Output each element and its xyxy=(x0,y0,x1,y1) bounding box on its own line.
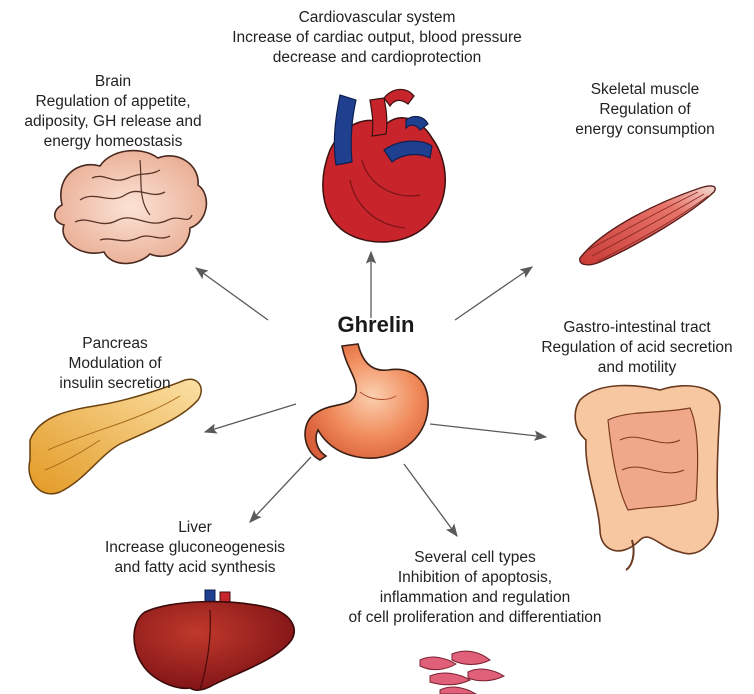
pancreas-label: Pancreas Modulation of insulin secretion xyxy=(30,334,200,394)
brain-effect-line-3: energy homeostasis xyxy=(0,132,226,152)
cardiovascular-effect-line-1: Increase of cardiac output, blood pressu… xyxy=(170,28,584,48)
brain-title: Brain xyxy=(0,72,226,92)
cell-types-effect-line-2: inflammation and regulation xyxy=(310,588,640,608)
pancreas-effect-line-1: Modulation of xyxy=(30,354,200,374)
brain-label: Brain Regulation of appetite, adiposity,… xyxy=(0,72,226,152)
liver-title: Liver xyxy=(80,518,310,538)
arrow-to-muscle xyxy=(455,267,532,320)
cell-types-label: Several cell types Inhibition of apoptos… xyxy=(310,548,640,628)
stomach-icon xyxy=(305,344,428,460)
cardiovascular-label: Cardiovascular system Increase of cardia… xyxy=(170,8,584,68)
skeletal-muscle-label: Skeletal muscle Regulation of energy con… xyxy=(540,80,750,140)
gastrointestinal-effect-line-2: and motility xyxy=(520,358,754,378)
arrow-to-liver xyxy=(250,457,311,522)
pancreas-effect-line-2: insulin secretion xyxy=(30,374,200,394)
pancreas-icon xyxy=(29,379,201,494)
liver-label: Liver Increase gluconeogenesis and fatty… xyxy=(80,518,310,578)
arrow-to-pancreas xyxy=(205,404,296,432)
skeletal-muscle-effect-line-1: Regulation of xyxy=(540,100,750,120)
gastrointestinal-effect-line-1: Regulation of acid secretion xyxy=(520,338,754,358)
liver-effect-line-2: and fatty acid synthesis xyxy=(80,558,310,578)
heart-icon xyxy=(323,89,445,242)
cells-icon xyxy=(420,651,504,694)
cell-types-title: Several cell types xyxy=(310,548,640,568)
gastrointestinal-label: Gastro-intestinal tract Regulation of ac… xyxy=(520,318,754,378)
center-title: Ghrelin xyxy=(318,312,434,338)
muscle-icon xyxy=(580,186,715,265)
intestine-icon xyxy=(575,386,720,570)
gastrointestinal-title: Gastro-intestinal tract xyxy=(520,318,754,338)
arrow-to-intestine xyxy=(430,424,546,437)
cardiovascular-title: Cardiovascular system xyxy=(170,8,584,28)
pancreas-title: Pancreas xyxy=(30,334,200,354)
arrow-to-brain xyxy=(196,268,268,320)
cell-types-effect-line-3: of cell proliferation and differentiatio… xyxy=(310,608,640,628)
brain-effect-line-1: Regulation of appetite, xyxy=(0,92,226,112)
brain-icon xyxy=(55,151,207,264)
liver-effect-line-1: Increase gluconeogenesis xyxy=(80,538,310,558)
cell-types-effect-line-1: Inhibition of apoptosis, xyxy=(310,568,640,588)
cardiovascular-effect-line-2: decrease and cardioprotection xyxy=(170,48,584,68)
skeletal-muscle-title: Skeletal muscle xyxy=(540,80,750,100)
skeletal-muscle-effect-line-2: energy consumption xyxy=(540,120,750,140)
liver-icon xyxy=(134,590,294,690)
arrow-to-cells xyxy=(404,464,457,536)
brain-effect-line-2: adiposity, GH release and xyxy=(0,112,226,132)
